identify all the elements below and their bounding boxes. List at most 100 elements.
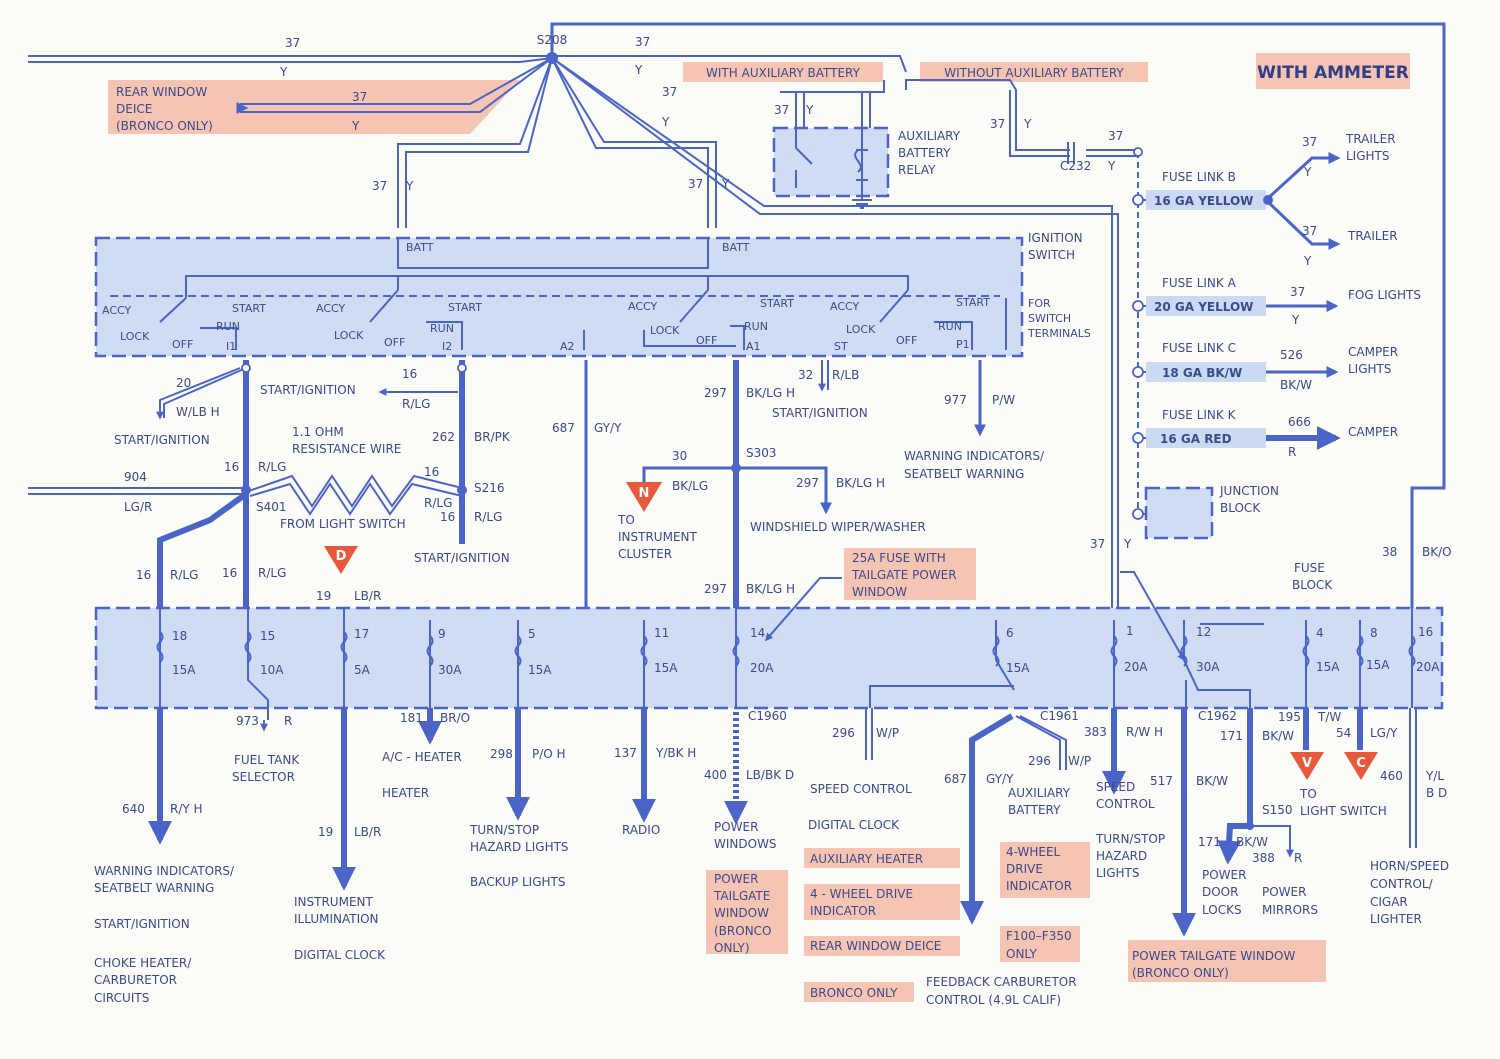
wire-y-j: Y	[1123, 537, 1132, 551]
fuse-link-a-name: FUSE LINK A	[1162, 276, 1237, 290]
splice-s303	[731, 463, 741, 473]
svg-text:15: 15	[260, 629, 275, 643]
camper-lights-2: LIGHTS	[1348, 362, 1392, 376]
splice-s216	[457, 485, 467, 495]
wbklg-a: BK/LG H	[746, 386, 795, 400]
batt-label-1: BATT	[406, 241, 434, 254]
b-w296-b: 296	[1028, 754, 1051, 768]
splice-s150	[1246, 822, 1254, 830]
b-pw1: POWER	[714, 820, 758, 834]
b-fwdi1: 4-WHEEL	[1006, 845, 1061, 859]
b-wbro: BR/O	[440, 711, 470, 725]
w16-f: 16	[222, 566, 237, 580]
b-tols1: TO	[1299, 787, 1317, 801]
svg-text:15A: 15A	[1006, 661, 1030, 675]
b-wyl: Y/L	[1425, 769, 1444, 783]
svg-text:C: C	[1356, 756, 1366, 771]
terminal-a1: A1	[746, 340, 761, 353]
ptg-box	[706, 870, 788, 954]
w30: 30	[672, 449, 687, 463]
from-light-switch: FROM LIGHT SWITCH	[280, 517, 406, 531]
b-pdl3: LOCKS	[1202, 903, 1242, 917]
aux-relay-box	[772, 126, 890, 198]
b-fuel2: SELECTOR	[232, 770, 295, 784]
b-ptg5: ONLY)	[714, 941, 750, 955]
wrlg-b: R/LG	[258, 460, 286, 474]
fuse-link-b-band	[1146, 190, 1266, 210]
c1962-label: C1962	[1198, 709, 1237, 723]
trailer-lights-2: LIGHTS	[1346, 149, 1390, 163]
b-feedback1: FEEDBACK CARBURETOR	[926, 975, 1077, 989]
wrlg-e: R/LG	[170, 568, 198, 582]
w16-a: 16	[402, 367, 417, 381]
b-start: START/IGNITION	[94, 917, 190, 931]
c232-label: C232	[1060, 159, 1091, 173]
splice-s208	[546, 52, 558, 64]
instrument-1: INSTRUMENT	[618, 530, 697, 544]
accy-2: ACCY	[316, 302, 345, 315]
svg-text:15A: 15A	[654, 661, 678, 675]
camper-lights-1: CAMPER	[1348, 345, 1398, 359]
svg-text:12: 12	[1196, 625, 1211, 639]
rear-deice-l2: DEICE	[116, 102, 152, 116]
wbrpk: BR/PK	[474, 430, 511, 444]
rear-deice-l1: REAR WINDOW	[116, 85, 207, 99]
b-w388: 388	[1252, 851, 1275, 865]
w19-a: 19	[316, 589, 331, 603]
svg-text:18: 18	[172, 629, 187, 643]
b-wgyy: GY/Y	[986, 772, 1014, 786]
b-w298: 298	[490, 747, 513, 761]
lock-3: LOCK	[650, 324, 680, 337]
b-ptg4: (BRONCO	[714, 924, 772, 938]
wbko: BK/O	[1422, 545, 1452, 559]
c1960-label: C1960	[748, 709, 787, 723]
wire-37-g: 37	[990, 117, 1005, 131]
f100-box	[1000, 926, 1080, 962]
run-3: RUN	[744, 320, 768, 333]
run-2: RUN	[430, 322, 454, 335]
b-w517: 517	[1150, 774, 1173, 788]
aux-relay-l3: RELAY	[898, 163, 936, 177]
wire-y-d: Y	[351, 119, 360, 133]
fuse-symbols	[156, 631, 1416, 667]
wire-y-e: Y	[405, 179, 414, 193]
b-speed: SPEED CONTROL	[810, 782, 912, 796]
b-tols2: LIGHT SWITCH	[1300, 804, 1387, 818]
fl-y-a: Y	[1303, 165, 1312, 179]
fuse-link-k-gauge: 16 GA RED	[1160, 432, 1232, 446]
fwdi-box	[1000, 842, 1090, 898]
wlbr-a: LB/R	[354, 589, 381, 603]
b-wr: R	[284, 714, 292, 728]
b-radio: RADIO	[622, 823, 660, 837]
b-ptg2: TAILGATE	[713, 889, 770, 903]
b-pm1: POWER	[1262, 885, 1306, 899]
fl-37-c: 37	[1290, 285, 1305, 299]
b-choke1: CHOKE HEATER/	[94, 956, 192, 970]
w297-a: 297	[704, 386, 727, 400]
s216-label: S216	[474, 481, 505, 495]
fuse-link-a-gauge: 20 GA YELLOW	[1154, 300, 1253, 314]
terminal-i2: I2	[442, 340, 452, 353]
w16-b: 16	[224, 460, 239, 474]
start-ign-2: START/IGNITION	[260, 383, 356, 397]
wire-y-f: Y	[721, 177, 730, 191]
svg-text:20A: 20A	[1124, 660, 1148, 674]
wwlb: W/LB H	[176, 405, 220, 419]
accy-1: ACCY	[102, 304, 131, 317]
wire-37-j: 37	[1090, 537, 1105, 551]
with-aux-battery-label: WITH AUXILIARY BATTERY	[706, 66, 861, 80]
svg-text:4: 4	[1316, 626, 1324, 640]
svg-text:15A: 15A	[172, 663, 196, 677]
b-w195: 195	[1278, 710, 1301, 724]
with-ammeter-box	[1256, 53, 1410, 89]
svg-text:20A: 20A	[750, 661, 774, 675]
b-feedback2: CONTROL (4.9L CALIF)	[926, 993, 1061, 1007]
b-fuel1: FUEL TANK	[234, 753, 300, 767]
w20: 20	[176, 376, 191, 390]
fuse-link-b-name: FUSE LINK B	[1162, 170, 1236, 184]
b-auxheater: AUXILIARY HEATER	[810, 852, 923, 866]
b-wlgy: LG/Y	[1370, 726, 1398, 740]
to-1: TO	[617, 513, 635, 527]
bronco-box	[804, 982, 914, 1002]
